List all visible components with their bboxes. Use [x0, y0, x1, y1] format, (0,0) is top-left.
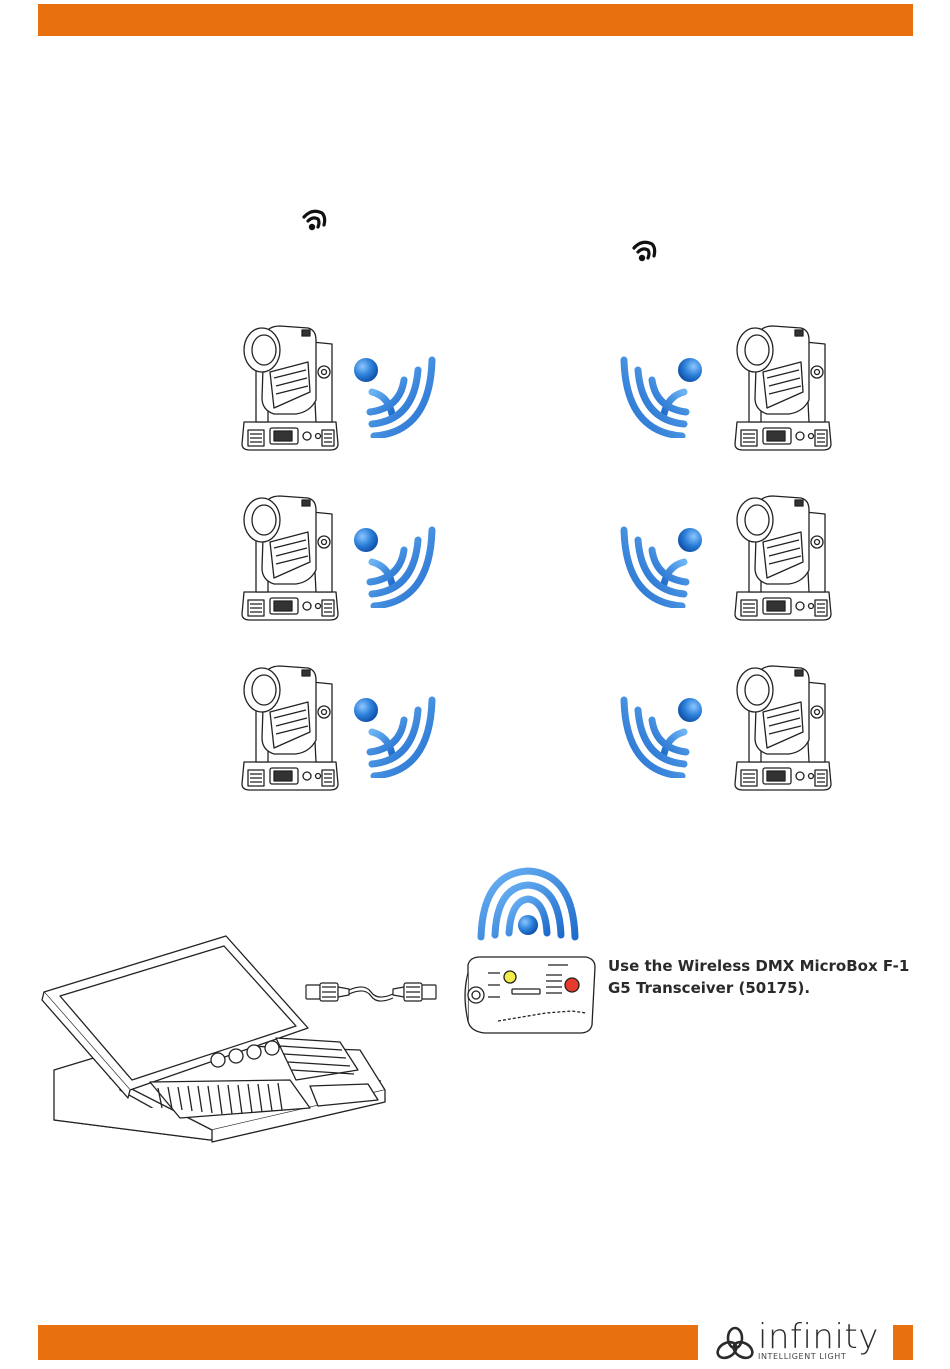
wireless-dmx-transceiver: [462, 955, 597, 1035]
wireless-signal-icon: [352, 526, 444, 608]
caption-line-1: Use the Wireless DMX MicroBox F-1: [608, 955, 928, 977]
brand-tagline: INTELLIGENT LIGHT: [758, 1352, 846, 1361]
product-caption: Use the Wireless DMX MicroBox F-1 G5 Tra…: [608, 955, 928, 999]
wireless-signal-icon: [612, 526, 704, 608]
moving-head-fixture-left-1: [240, 322, 340, 454]
wireless-signal-icon: [612, 696, 704, 778]
moving-head-fixture-right-2: [733, 492, 833, 624]
moving-head-fixture-right-3: [733, 662, 833, 794]
header-bar: [38, 4, 913, 36]
wireless-signal-icon: [612, 356, 704, 438]
transceiver-signal-icon: [473, 865, 583, 947]
lighting-console: [40, 930, 390, 1150]
footer-bar: [38, 1325, 698, 1360]
wireless-mark-icon: [300, 205, 328, 233]
brand-name: infinity: [758, 1320, 879, 1354]
trefoil-logo-icon: [716, 1326, 754, 1360]
moving-head-fixture-left-2: [240, 492, 340, 624]
brand-logo: infinity INTELLIGENT LIGHT: [712, 1322, 890, 1364]
wireless-signal-icon: [352, 696, 444, 778]
wireless-mark-icon: [630, 236, 658, 264]
caption-line-2: G5 Transceiver (50175).: [608, 977, 928, 999]
wireless-signal-icon: [352, 356, 444, 438]
footer-bar-end: [893, 1325, 913, 1360]
moving-head-fixture-left-3: [240, 662, 340, 794]
moving-head-fixture-right-1: [733, 322, 833, 454]
